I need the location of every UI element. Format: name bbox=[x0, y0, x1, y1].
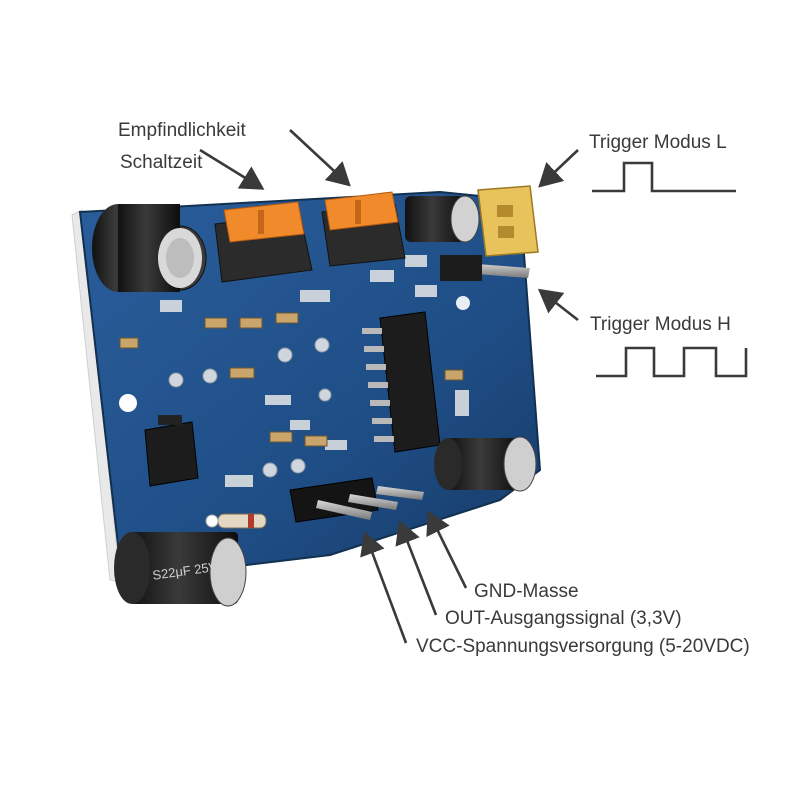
arrow-icon bbox=[538, 149, 579, 188]
voltage-regulator bbox=[144, 415, 199, 487]
trigger-mode-h-label: Trigger Modus H bbox=[590, 314, 731, 335]
pulse-waveform-icon bbox=[592, 161, 736, 193]
out-pin-label: OUT-Ausgangssignal (3,3V) bbox=[445, 608, 682, 629]
arrow-icon bbox=[426, 510, 468, 589]
switching-time-potentiometer[interactable] bbox=[214, 201, 313, 283]
arrow-icon bbox=[537, 288, 579, 322]
pulse-waveform-icon bbox=[596, 346, 748, 378]
smd-components bbox=[119, 312, 464, 447]
trigger-jumper[interactable] bbox=[440, 185, 539, 281]
arrow-icon bbox=[289, 129, 351, 187]
arrow-icon bbox=[395, 520, 438, 616]
capacitor-left bbox=[92, 204, 207, 292]
trigger-mode-l-label: Trigger Modus L bbox=[589, 132, 727, 153]
mounting-hole bbox=[456, 296, 470, 310]
switching-time-label: Schaltzeit bbox=[120, 152, 203, 173]
capacitor-bottom: S22μF 25V bbox=[114, 532, 247, 607]
sensitivity-potentiometer[interactable] bbox=[321, 191, 406, 267]
diode bbox=[205, 513, 267, 529]
capacitor-top bbox=[405, 195, 480, 243]
gnd-pin-label: GND-Masse bbox=[474, 581, 579, 602]
sensitivity-label: Empfindlichkeit bbox=[118, 120, 246, 141]
vcc-pin-label: VCC-Spannungsversorgung (5-20VDC) bbox=[416, 636, 750, 657]
annotation-arrows bbox=[199, 129, 579, 644]
pin-header[interactable] bbox=[289, 477, 424, 523]
mounting-hole bbox=[119, 394, 137, 412]
capacitor-right bbox=[434, 436, 537, 492]
arrow-icon bbox=[360, 531, 408, 644]
arrow-icon bbox=[199, 148, 265, 190]
